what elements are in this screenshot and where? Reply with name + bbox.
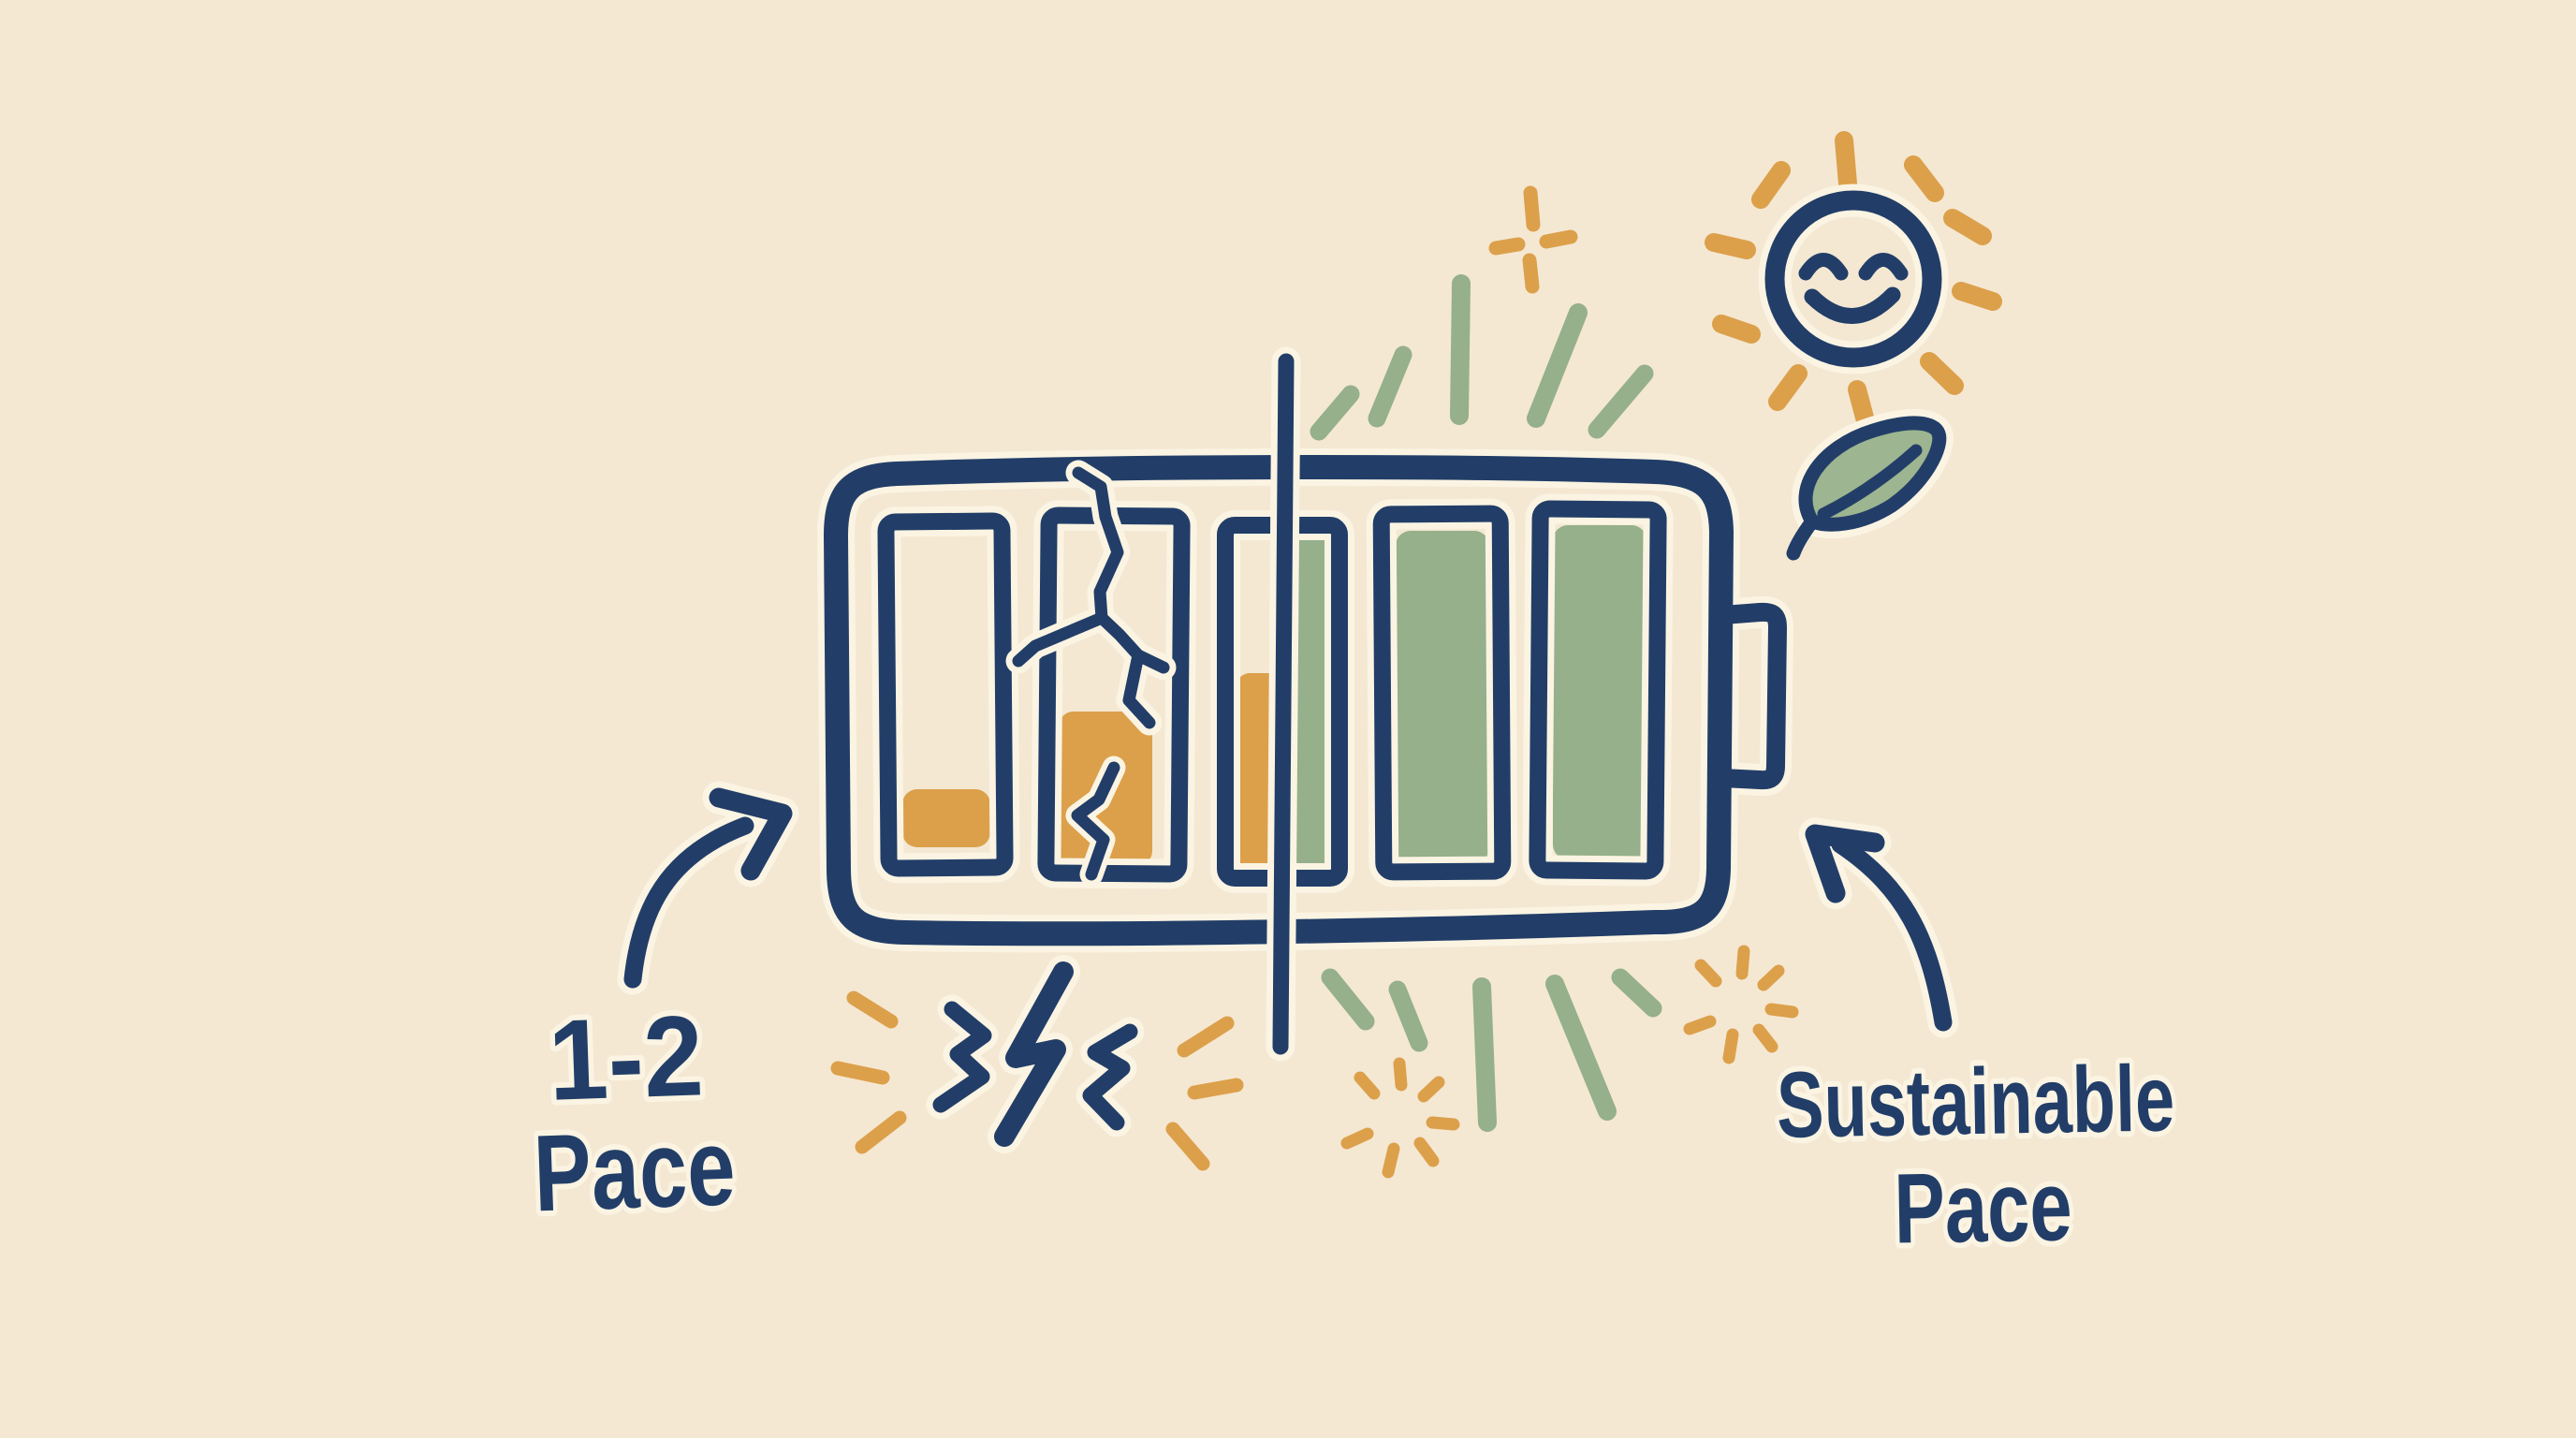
label-left: 1-2 Pace xyxy=(526,986,742,1240)
green-ray xyxy=(1321,968,1375,1031)
green-rays-top xyxy=(1310,274,1654,441)
plus-sparkle-icon xyxy=(1488,185,1578,294)
starburst-icon xyxy=(1683,945,1799,1064)
label-left-line2: Pace xyxy=(532,1106,737,1234)
green-ray xyxy=(1388,980,1428,1052)
label-right-line2: Pace xyxy=(1894,1151,2073,1264)
green-ray xyxy=(1472,977,1497,1132)
green-ray xyxy=(1611,968,1662,1018)
label-right-line1: Sustainable xyxy=(1776,1046,2175,1157)
green-ray xyxy=(1368,345,1412,428)
cell5-green-fill xyxy=(1553,525,1647,859)
lightning-bolt-icons xyxy=(830,972,1244,1171)
green-ray xyxy=(1450,274,1471,425)
spark-dash xyxy=(1177,1016,1235,1058)
spark-dash xyxy=(1165,1122,1210,1171)
green-rays-bottom xyxy=(1321,968,1662,1132)
green-ray xyxy=(1545,975,1617,1121)
label-right: Sustainable Pace xyxy=(1770,1040,2181,1269)
spark-dash xyxy=(1187,1078,1244,1100)
spark-dash xyxy=(830,1061,890,1085)
spark-dash xyxy=(846,990,899,1029)
sun-rays xyxy=(1705,131,2002,427)
green-ray xyxy=(1588,364,1654,439)
label-left-line1: 1-2 xyxy=(547,991,706,1124)
green-ray xyxy=(1527,303,1588,428)
cell4-green-fill xyxy=(1396,531,1489,863)
spark-dash xyxy=(855,1110,907,1154)
starburst-icon xyxy=(1340,1057,1460,1179)
green-ray xyxy=(1310,385,1360,441)
smiling-sun-icon xyxy=(1705,131,2002,427)
cell1-amber-fill xyxy=(902,789,990,847)
cell3-green-fill xyxy=(1289,538,1334,868)
divider-line xyxy=(1281,361,1286,1047)
